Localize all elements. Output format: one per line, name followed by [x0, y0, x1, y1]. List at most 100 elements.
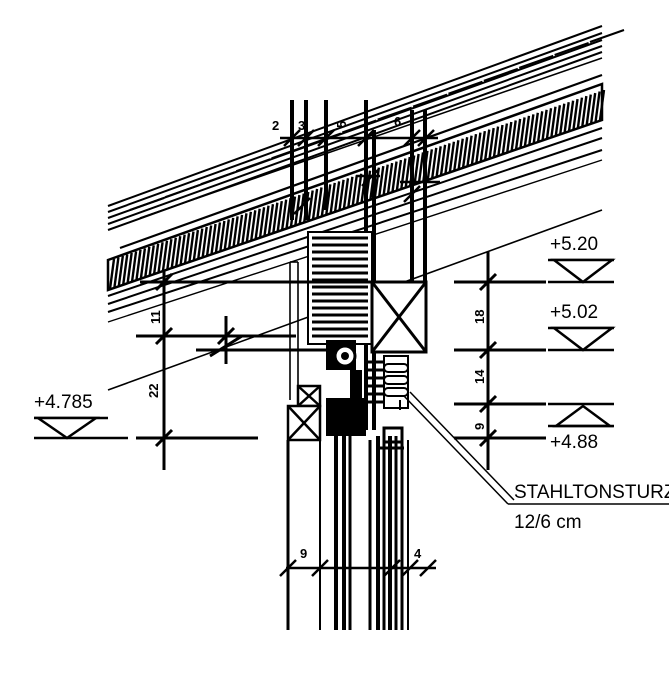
tile-step-line	[341, 119, 377, 134]
small-cross-boxes	[286, 384, 322, 442]
insulation-hatch-line	[316, 187, 323, 218]
insulation-hatch-line	[470, 133, 478, 165]
insulation-hatch-line	[431, 147, 438, 179]
insulation-hatch-line	[272, 202, 279, 233]
insulation-hatch-line	[391, 161, 398, 192]
insulation-hatch-line	[170, 237, 177, 268]
insulation-hatch-line	[417, 152, 425, 183]
dim-5: 5	[334, 121, 349, 128]
insulation-layer	[106, 82, 606, 292]
insulation-hatch-line	[117, 255, 125, 287]
insulation-hatch-line	[475, 132, 482, 163]
insulation-hatch-line	[267, 204, 275, 235]
insulation-hatch-line	[514, 118, 522, 150]
insulation-hatch-line	[276, 200, 283, 232]
insulation-hatch-line	[537, 111, 544, 142]
insulation-hatch-line	[594, 91, 601, 122]
dim-3: 3	[298, 118, 305, 133]
roof-ticks	[293, 169, 440, 215]
window-head-profile	[378, 426, 404, 450]
insulation-hatch-line	[188, 231, 195, 262]
roof-upper-boards	[119, 73, 603, 256]
insulation-hatch-line	[236, 214, 244, 246]
insulation-hatch-line	[532, 112, 539, 143]
tile-step-line	[235, 158, 271, 173]
level-marker-488	[548, 402, 614, 428]
insulation-hatch-line	[567, 100, 575, 131]
insulation-hatch-line	[501, 123, 509, 154]
insulation-hatch-line	[466, 135, 473, 166]
tile-step-line	[271, 145, 306, 160]
level-marker-4785	[33, 416, 128, 440]
insulation-hatch-line	[338, 179, 345, 210]
insulation-hatch-line	[126, 252, 133, 284]
insulation-hatch-line	[232, 216, 239, 247]
insulation-hatch-line	[572, 98, 579, 130]
insulation-hatch-line	[545, 108, 553, 139]
insulation-hatch-line	[280, 199, 288, 230]
annotation-leader	[403, 391, 669, 505]
right-dimension-chain	[454, 252, 546, 470]
insulation-hatch-line	[329, 182, 336, 214]
insulation-hatch-line	[510, 120, 517, 151]
ring-beam-box	[370, 280, 428, 354]
insulation-hatch-line	[144, 246, 151, 277]
insulation-hatch-line	[457, 138, 464, 169]
insulation-hatch-line	[311, 188, 319, 220]
insulation-hatch-line	[378, 165, 385, 197]
insulation-hatch-line	[506, 121, 513, 153]
bottom-dimension-line	[279, 559, 437, 577]
insulation-hatch-line	[245, 211, 253, 242]
insulation-hatch-line	[347, 176, 354, 207]
insulation-hatch-line	[139, 248, 147, 279]
insulation-hatch-line	[497, 124, 504, 156]
wall-thin-lines	[289, 261, 299, 400]
insulation-hatch-line	[219, 220, 226, 252]
insulation-hatch-line	[263, 205, 270, 236]
insulation-hatch-line	[461, 137, 469, 168]
insulation-hatch-line	[528, 114, 535, 145]
insulation-hatch-line	[563, 102, 570, 133]
level-label-488: +4.88	[550, 432, 598, 453]
insulation-hatch-line	[413, 153, 420, 185]
insulation-hatch-line	[214, 222, 222, 253]
insulation-hatch-line	[258, 207, 266, 238]
insulation-hatch-line	[550, 106, 557, 137]
masonry-stack	[307, 231, 373, 345]
insulation-hatch-line	[598, 89, 606, 121]
tile-step-line	[129, 197, 165, 211]
tile-step-line	[554, 41, 589, 56]
tile-step-line	[165, 184, 200, 199]
insulation-hatch-line	[285, 197, 292, 229]
insulation-hatch-line	[250, 210, 257, 241]
insulation-hatch-line	[161, 240, 169, 271]
insulation-hatch-line	[342, 178, 350, 209]
level-marker-502	[548, 326, 616, 352]
insulation-hatch-line	[135, 249, 142, 281]
insulation-hatch-line	[541, 109, 548, 140]
window-frame-profile	[326, 340, 366, 436]
level-label-4785: +4.785	[34, 392, 93, 413]
insulation-hatch-line	[192, 229, 200, 261]
insulation-hatch-line	[448, 141, 456, 172]
insulation-hatch-line	[484, 129, 491, 160]
level-label-520: +5.20	[550, 234, 598, 255]
insulation-hatch-line	[223, 219, 230, 250]
insulation-hatch-line	[148, 245, 155, 276]
top-dimension-line	[280, 129, 438, 147]
level-marker-520	[548, 258, 616, 284]
insulation-hatch-line	[157, 242, 164, 273]
insulation-hatch-line	[444, 143, 451, 174]
insulation-hatch-line	[382, 164, 389, 195]
annotation-title: STAHLTONSTURZ	[514, 482, 669, 503]
insulation-hatch-line	[439, 144, 447, 175]
tile-step-line	[377, 106, 413, 121]
tile-step-line	[589, 29, 625, 43]
insulation-hatch-line	[254, 208, 261, 239]
insulation-hatch-line	[201, 226, 208, 258]
dim-9-right: 9	[472, 423, 487, 430]
insulation-hatch-line	[523, 115, 531, 147]
insulation-hatch-line	[492, 126, 500, 157]
insulation-hatch-line	[113, 257, 120, 288]
